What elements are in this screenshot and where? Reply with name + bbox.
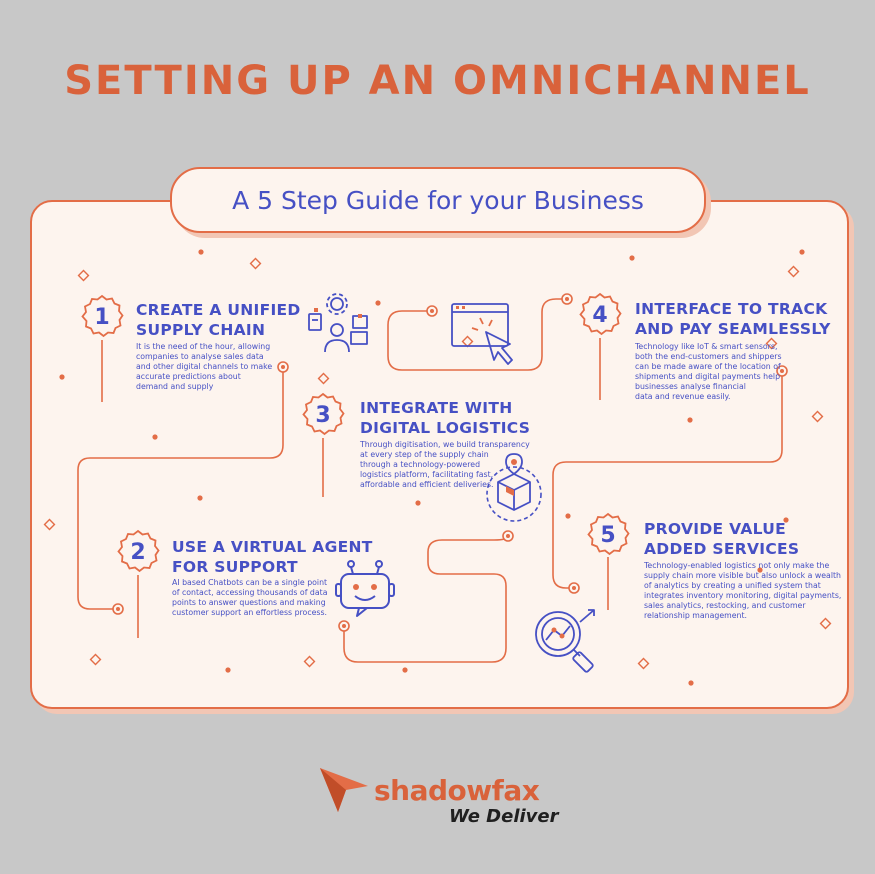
brand-name: shadowfax bbox=[374, 774, 540, 807]
step-1-badge: 1 bbox=[79, 294, 125, 340]
step-3-badge: 3 bbox=[300, 392, 346, 438]
step-4-title: INTERFACE TO TRACK AND PAY SEAMLESSLY bbox=[635, 300, 831, 338]
chatbot-robot-icon bbox=[335, 560, 395, 617]
brand-logo: shadowfax We Deliver bbox=[316, 766, 566, 836]
analytics-magnifier-icon bbox=[535, 609, 595, 673]
step-5-title: PROVIDE VALUE ADDED SERVICES bbox=[644, 520, 800, 558]
step-4-number: 4 bbox=[592, 302, 608, 328]
step-4-description: Technology like IoT & smart sensors, bot… bbox=[635, 342, 782, 401]
cursor-click-screen-icon bbox=[451, 303, 513, 365]
step-3-number: 3 bbox=[315, 402, 331, 428]
step-2-badge: 2 bbox=[115, 529, 161, 575]
step-5-number: 5 bbox=[600, 522, 616, 548]
brand-tagline: We Deliver bbox=[449, 806, 559, 827]
step-1-title: CREATE A UNIFIED SUPPLY CHAIN bbox=[136, 301, 301, 339]
step-4-badge: 4 bbox=[577, 292, 623, 338]
step-2-description: AI based Chatbots can be a single point … bbox=[172, 578, 328, 617]
supply-chain-people-icon bbox=[308, 293, 368, 353]
step-1-description: It is the need of the hour, allowing com… bbox=[136, 342, 273, 391]
step-2-number: 2 bbox=[130, 539, 146, 565]
step-2-title: USE A VIRTUAL AGENT FOR SUPPORT bbox=[172, 538, 373, 576]
step-1-number: 1 bbox=[94, 304, 110, 330]
step-5-badge: 5 bbox=[585, 512, 631, 558]
step-3-title: INTEGRATE WITH DIGITAL LOGISTICS bbox=[360, 399, 531, 437]
subtitle-text: A 5 Step Guide for your Business bbox=[232, 185, 644, 215]
guide-subtitle: A 5 Step Guide for your Business bbox=[170, 167, 706, 233]
step-3-description: Through digitisation, we build transpare… bbox=[360, 440, 530, 489]
package-location-icon bbox=[486, 453, 542, 522]
guide-panel bbox=[30, 200, 849, 709]
step-5-description: Technology-enabled logistics not only ma… bbox=[644, 561, 842, 620]
shadowfax-logo-icon bbox=[320, 768, 368, 812]
page-title: SETTING UP AN OMNICHANNEL bbox=[64, 58, 811, 104]
